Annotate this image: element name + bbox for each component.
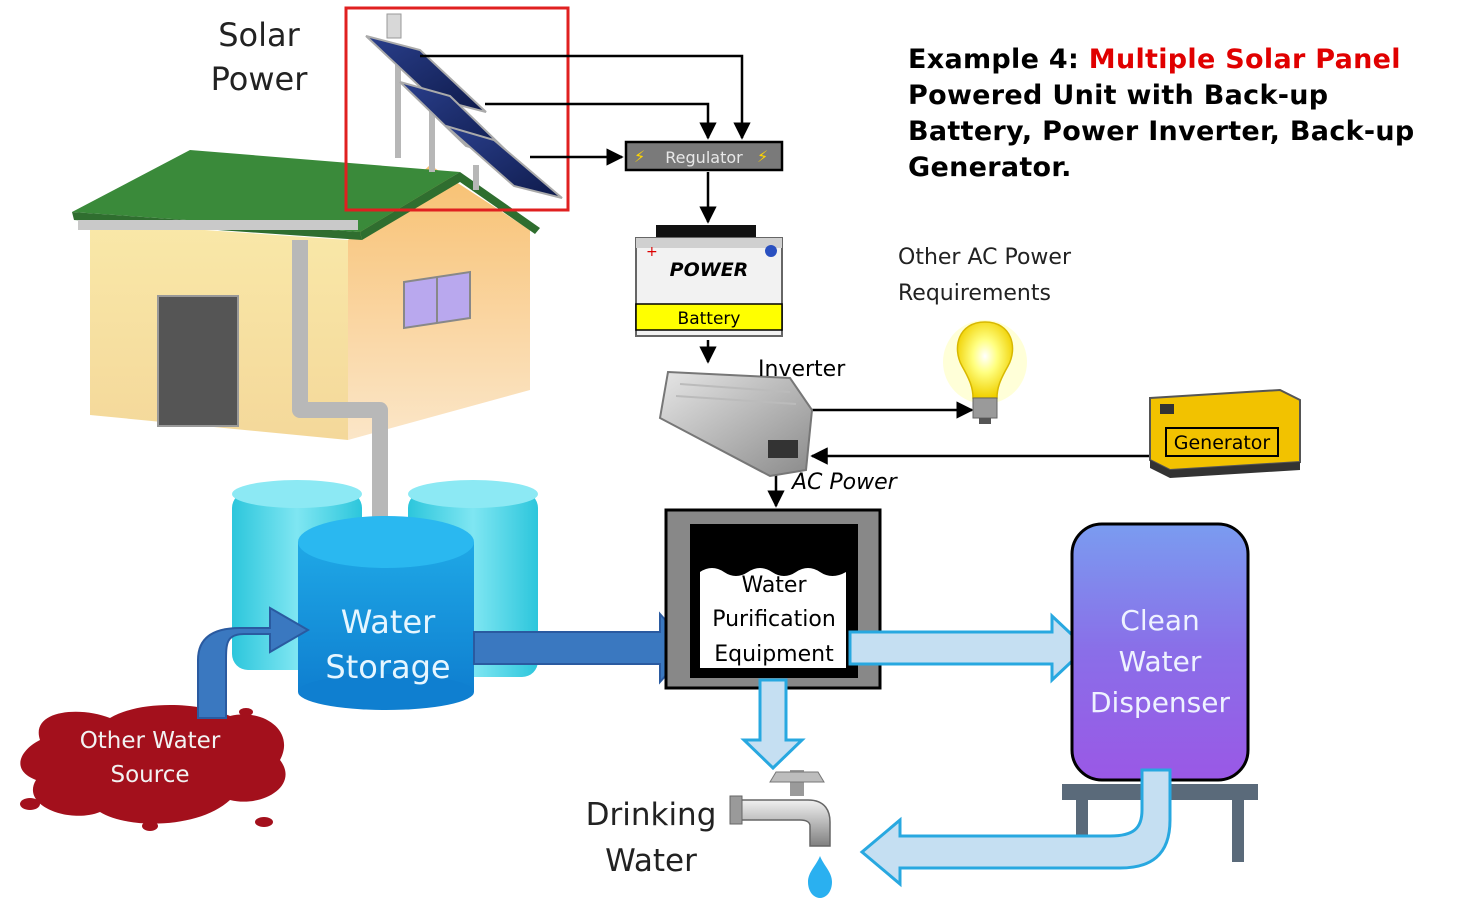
heading-highlight: Multiple Solar Panel bbox=[1088, 44, 1401, 75]
other-ac-label-line1: Other AC Power bbox=[898, 245, 1072, 270]
downpipe bbox=[292, 240, 388, 520]
generator-label: Generator bbox=[1174, 432, 1271, 454]
battery-brand: POWER bbox=[670, 259, 749, 281]
water-storage-label-line2: Storage bbox=[325, 648, 450, 686]
purification-label-line2: Purification bbox=[712, 607, 836, 632]
purification-to-dispenser-arrow bbox=[848, 612, 1089, 684]
clean-water-dispenser: Clean Water Dispenser bbox=[1070, 522, 1250, 782]
plus-icon: + bbox=[646, 244, 658, 260]
purification-label-line1: Water bbox=[741, 573, 807, 598]
dispenser-to-tap-arrow bbox=[859, 768, 1172, 888]
solar-highlight-box bbox=[344, 6, 570, 212]
door bbox=[157, 295, 239, 427]
heading-prefix: Example 4: bbox=[908, 44, 1089, 75]
inverter-label: Inverter bbox=[758, 357, 846, 382]
other-water-source: Other Water Source bbox=[20, 705, 286, 831]
dispenser-label-line1: Clean bbox=[1120, 604, 1199, 637]
other-ac-label-line2: Requirements bbox=[898, 281, 1051, 306]
regulator-label: Regulator bbox=[665, 148, 743, 167]
dispenser-label-line3: Dispenser bbox=[1090, 686, 1230, 719]
bolt-icon: ⚡ bbox=[757, 147, 768, 166]
inverter: Inverter bbox=[658, 357, 846, 478]
tap-icon bbox=[729, 770, 832, 898]
heading-rest: Powered Unit with Back-up Battery, Power… bbox=[908, 80, 1415, 183]
source-to-storage-arrow bbox=[197, 606, 310, 719]
solar-label-line1: Solar bbox=[218, 16, 300, 54]
bolt-icon: ⚡ bbox=[634, 147, 645, 166]
purification-unit: Water Purification Equipment bbox=[664, 508, 882, 690]
bulb-icon bbox=[943, 320, 1027, 424]
generator: Generator bbox=[1149, 388, 1301, 478]
solar-label-line2: Power bbox=[211, 60, 309, 98]
battery-label: Battery bbox=[678, 309, 741, 329]
purification-to-tap-arrow bbox=[740, 678, 806, 771]
water-storage-tank: Water Storage bbox=[298, 516, 474, 710]
diagram-heading: Example 4: Multiple Solar Panel Powered … bbox=[908, 42, 1453, 186]
other-source-label-line2: Source bbox=[111, 762, 190, 788]
solar-wires bbox=[420, 54, 1150, 508]
water-storage-label-line1: Water bbox=[341, 603, 436, 641]
solar-panels bbox=[365, 13, 563, 199]
ac-power-label: AC Power bbox=[790, 470, 899, 495]
regulator: ⚡ ⚡ Regulator bbox=[624, 140, 784, 172]
purification-label-line3: Equipment bbox=[714, 642, 834, 667]
battery: + POWER Battery bbox=[635, 225, 783, 337]
other-source-label-line1: Other Water bbox=[80, 728, 221, 754]
minus-icon bbox=[765, 245, 777, 257]
drinking-label-line2: Water bbox=[605, 843, 697, 879]
house bbox=[72, 150, 540, 520]
drinking-label-line1: Drinking bbox=[586, 797, 717, 833]
dispenser-label-line2: Water bbox=[1119, 645, 1202, 678]
